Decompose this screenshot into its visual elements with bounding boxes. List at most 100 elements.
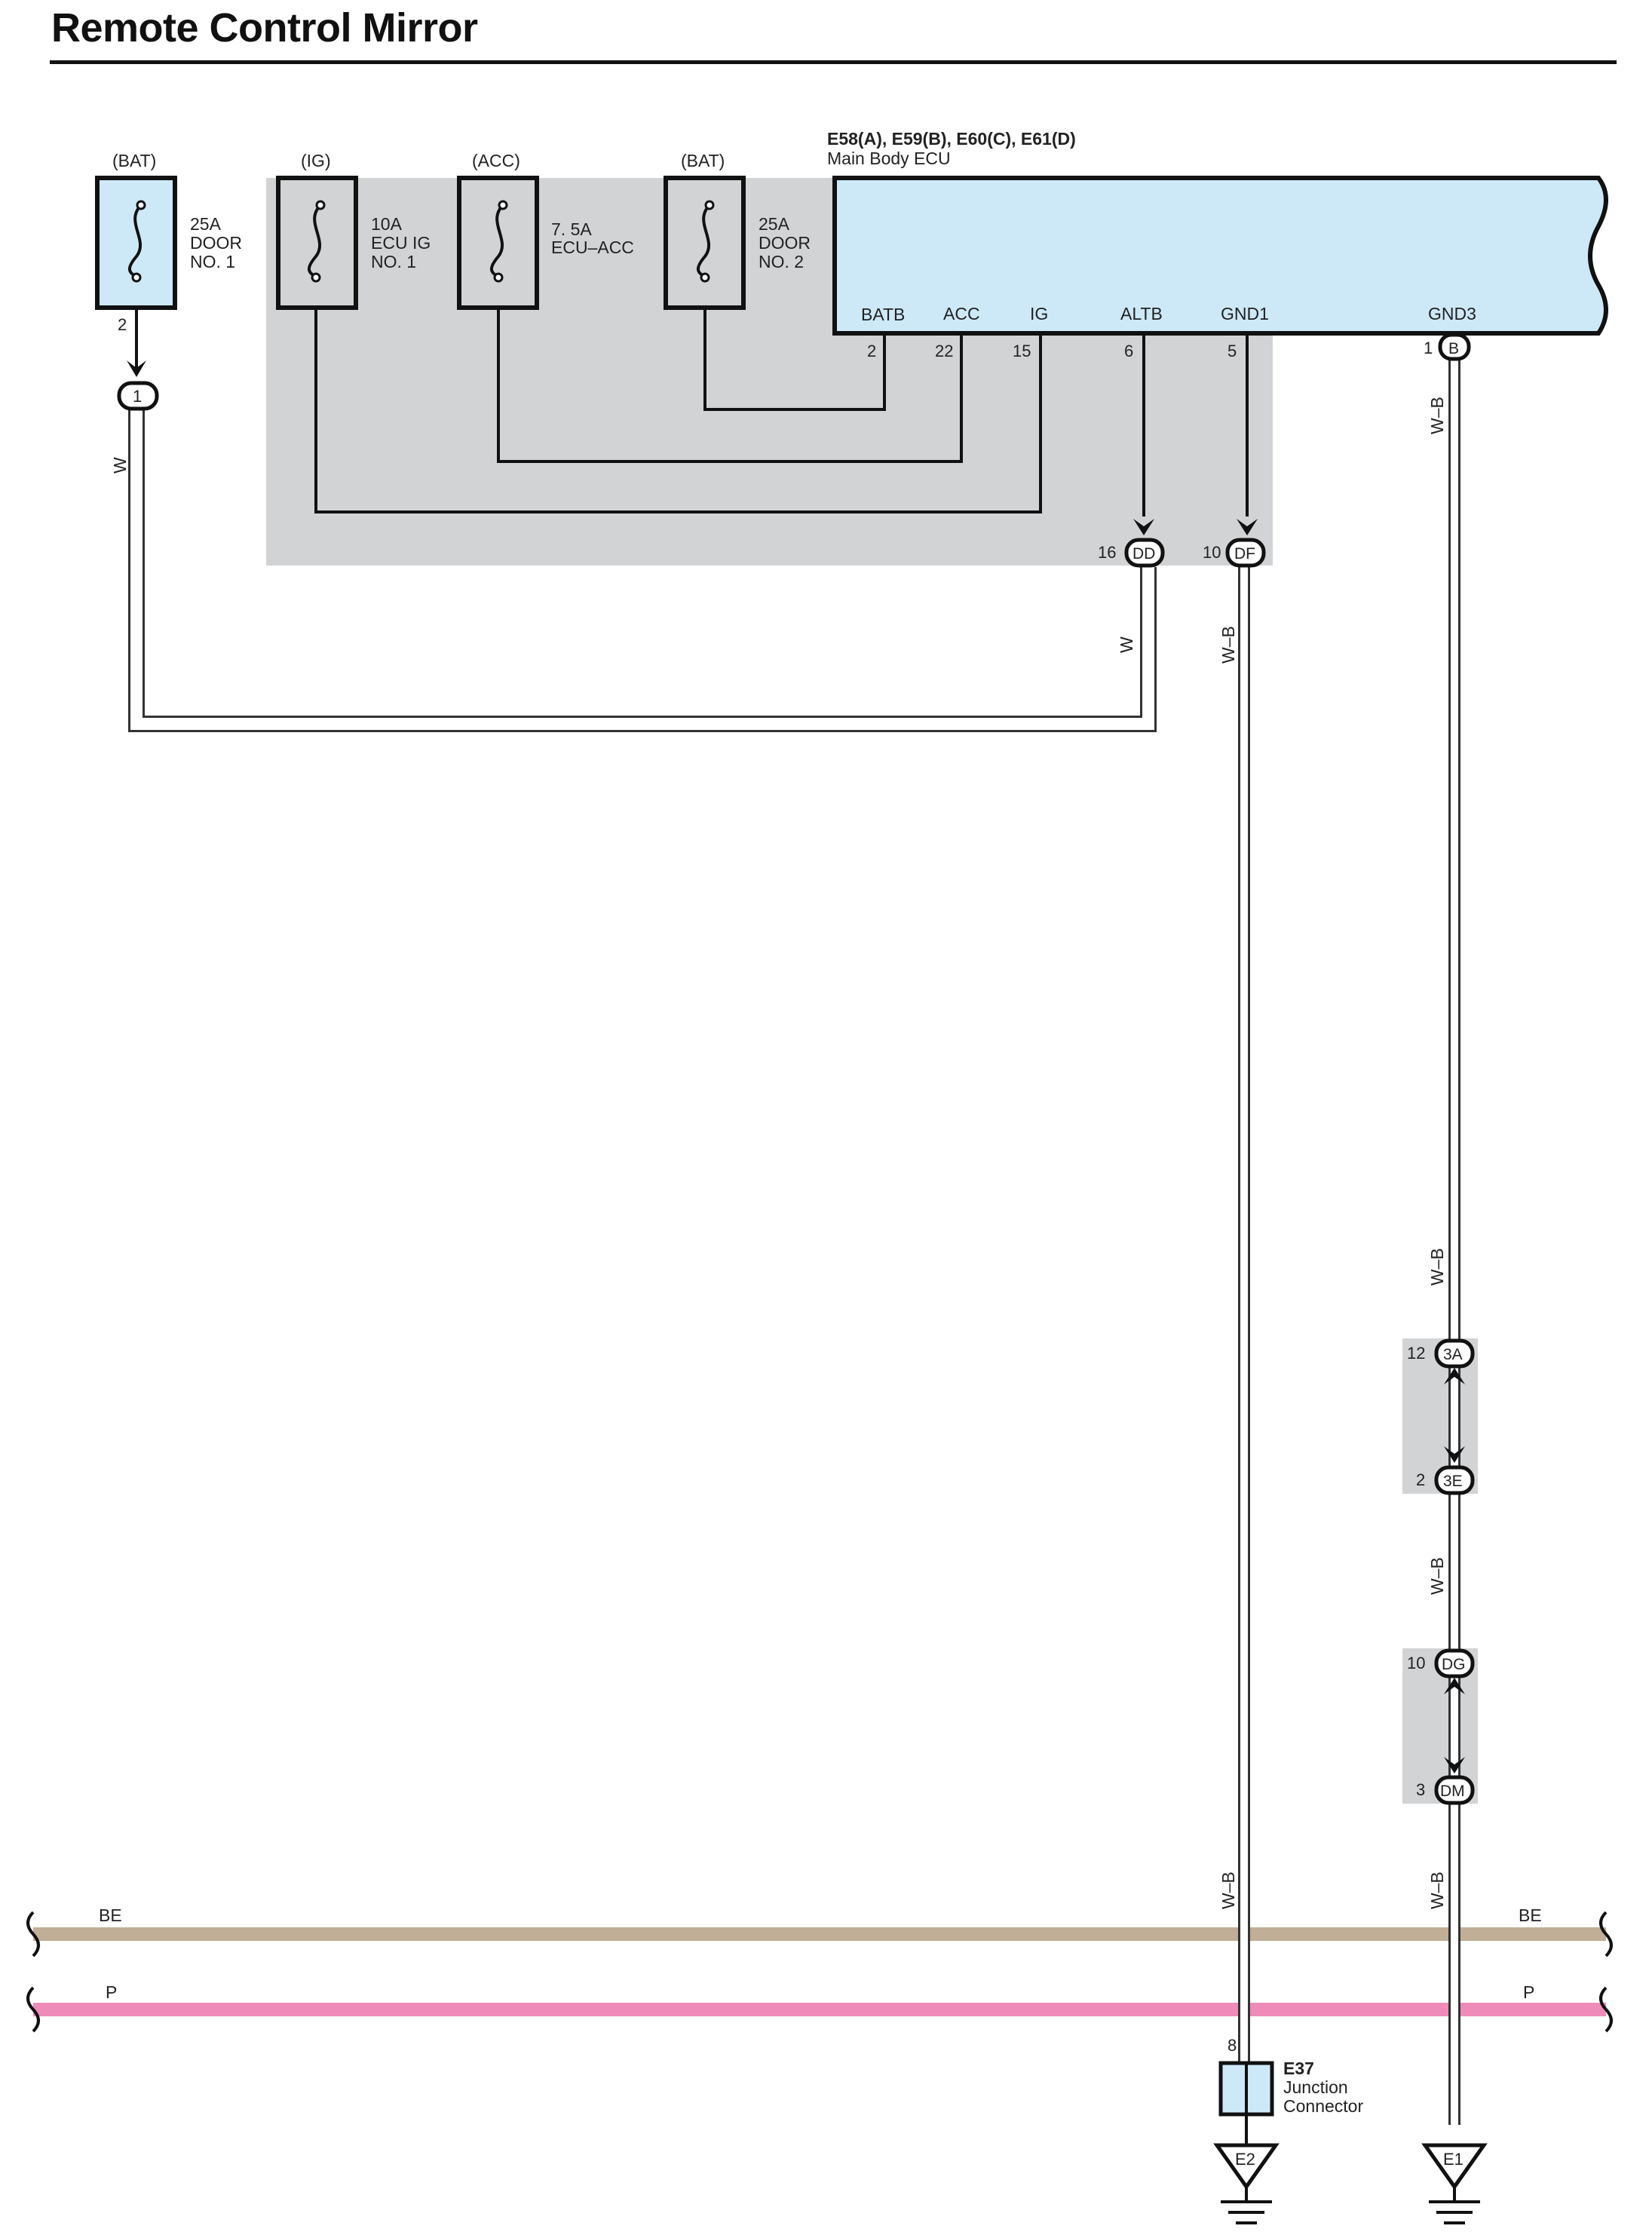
connector-gnd3-id: B bbox=[1448, 340, 1459, 357]
connector-3a: 12 3A bbox=[1407, 1338, 1475, 1369]
arrow-df bbox=[1237, 519, 1258, 535]
arrow-fuse1 bbox=[127, 360, 146, 377]
ecu-pin-label-gnd3: GND3 bbox=[1428, 304, 1476, 323]
arrow-3e bbox=[1444, 1446, 1465, 1463]
fuse-rating: 25A bbox=[759, 214, 790, 234]
ground-e1-icon: E1 bbox=[1421, 2143, 1488, 2224]
arrow-dm bbox=[1444, 1757, 1465, 1774]
connector-3a-id: 3A bbox=[1443, 1346, 1463, 1363]
fuse-name-2: NO. 1 bbox=[190, 252, 235, 271]
fuse-name-2: NO. 2 bbox=[759, 252, 804, 271]
fuse-rating: 10A bbox=[371, 214, 403, 234]
fuse-name-1: DOOR bbox=[759, 233, 811, 253]
arrow-dd bbox=[1133, 519, 1154, 535]
vertical-wires-over-bus bbox=[1238, 1915, 1460, 2125]
ecu-pin-label-ig: IG bbox=[1030, 304, 1048, 323]
wire-label-wb-gnd3-bottom: W–B bbox=[1427, 1872, 1447, 1909]
connector-dd-pin: 16 bbox=[1098, 543, 1116, 562]
connector-dd-id: DD bbox=[1132, 545, 1155, 563]
connector-dg: 10 DG bbox=[1407, 1648, 1475, 1678]
wire-label-w-left: W bbox=[110, 457, 130, 474]
fuse-door-no1: (BAT) 25A DOOR NO. 1 bbox=[95, 151, 242, 310]
connector-3e: 2 3E bbox=[1416, 1465, 1475, 1495]
title-rule bbox=[50, 60, 1617, 64]
wire-ig bbox=[314, 309, 1042, 514]
ecu-pin-number-ig: 15 bbox=[1013, 342, 1031, 360]
fuse-name-1: ECU IG bbox=[371, 233, 431, 253]
ecu-pin-label-altb: ALTB bbox=[1120, 304, 1163, 323]
fuse-source: (ACC) bbox=[472, 151, 520, 170]
white-wire-w bbox=[128, 407, 1157, 732]
ecu-pin-number-altb: 6 bbox=[1124, 342, 1133, 360]
connector-dm: 3 DM bbox=[1416, 1775, 1475, 1805]
connector-df-pin: 10 bbox=[1203, 543, 1221, 562]
ground-e2-label: E2 bbox=[1235, 2150, 1255, 2169]
connector-df-id: DF bbox=[1234, 545, 1255, 563]
wire-label-w-dd: W bbox=[1117, 636, 1136, 653]
connector-3e-id: 3E bbox=[1443, 1473, 1463, 1490]
wire-label-wb-gnd3-mid: W–B bbox=[1427, 1248, 1447, 1286]
bus-be-right-label: BE bbox=[1519, 1905, 1542, 1925]
internal-wires bbox=[135, 309, 1249, 517]
fuse-source: (IG) bbox=[301, 151, 331, 170]
fuse-name-1: DOOR bbox=[190, 233, 242, 253]
e37-line1: Junction bbox=[1283, 2077, 1348, 2097]
fuse-rating: 7. 5A bbox=[551, 219, 592, 239]
ecu-pin-number-gnd1: 5 bbox=[1228, 342, 1237, 360]
bus-p-left-label: P bbox=[106, 1982, 117, 2002]
ecu-pin-label-gnd1: GND1 bbox=[1221, 304, 1269, 323]
e37-line2: Connector bbox=[1283, 2096, 1363, 2116]
bus-be-left-label: BE bbox=[99, 1905, 122, 1925]
ground-e1-label: E1 bbox=[1443, 2150, 1464, 2169]
main-body-ecu: E58(A), E59(B), E60(C), E61(D) Main Body… bbox=[827, 129, 1608, 360]
ecu-pin-number-batb: 2 bbox=[867, 342, 876, 360]
junction-1-label: 1 bbox=[133, 387, 142, 406]
fuse-name-1: ECU–ACC bbox=[551, 238, 634, 257]
fuse-icon bbox=[127, 204, 143, 279]
page-title: Remote Control Mirror bbox=[51, 5, 478, 51]
connector-gnd3-b: 1 B bbox=[1424, 333, 1471, 361]
fuse-source: (BAT) bbox=[112, 151, 156, 170]
fuse-ecu-acc: (ACC) 7. 5A ECU–ACC bbox=[457, 151, 634, 310]
fuse-source: (BAT) bbox=[681, 151, 725, 170]
wire-batb bbox=[703, 309, 886, 411]
bus-p-right-label: P bbox=[1523, 1982, 1534, 2002]
connector-gnd3-pin: 1 bbox=[1424, 339, 1433, 357]
connector-3e-pin: 2 bbox=[1416, 1470, 1425, 1489]
wire-label-wb-df-bottom: W–B bbox=[1218, 1872, 1238, 1909]
ecu-pin-number-acc: 22 bbox=[935, 342, 953, 360]
arrow-3a bbox=[1444, 1368, 1465, 1384]
fuse1-pin-number: 2 bbox=[118, 315, 127, 334]
wire-label-wb-gnd3-upper: W–B bbox=[1427, 397, 1447, 434]
ground-e2-icon: E2 bbox=[1213, 2143, 1280, 2224]
connector-dm-id: DM bbox=[1440, 1783, 1465, 1800]
arrow-dg bbox=[1444, 1678, 1465, 1694]
connector-dm-pin: 3 bbox=[1416, 1780, 1425, 1799]
junction-1: 1 bbox=[117, 381, 159, 411]
bus-be: BE BE bbox=[26, 1905, 1613, 1957]
fuse-icon bbox=[696, 204, 711, 279]
wire-label-wb-gnd3-lower: W–B bbox=[1427, 1557, 1447, 1595]
connector-dg-pin: 10 bbox=[1407, 1654, 1425, 1672]
e37-id: E37 bbox=[1283, 2059, 1314, 2078]
connector-dd: 16 DD bbox=[1098, 538, 1165, 568]
fuse-icon bbox=[307, 204, 322, 279]
fuse-ecu-ig-no1: (IG) 10A ECU IG NO. 1 bbox=[276, 151, 431, 310]
fuse-door-no2: (BAT) 25A DOOR NO. 2 bbox=[664, 151, 811, 310]
ecu-pin-label-acc: ACC bbox=[943, 304, 980, 323]
fuse-icon bbox=[489, 204, 504, 279]
connector-dg-id: DG bbox=[1442, 1656, 1466, 1673]
ecu-connectors-label: E58(A), E59(B), E60(C), E61(D) bbox=[827, 129, 1076, 149]
ecu-name-label: Main Body ECU bbox=[827, 149, 951, 168]
connector-3a-pin: 12 bbox=[1407, 1344, 1425, 1363]
bus-p: P P bbox=[26, 1982, 1613, 2033]
e37-pin: 8 bbox=[1228, 2036, 1237, 2055]
ecu-pin-label-batb: BATB bbox=[861, 305, 905, 324]
fuse-rating: 25A bbox=[190, 214, 222, 234]
connector-df: 10 DF bbox=[1203, 538, 1266, 568]
fuse-name-2: NO. 1 bbox=[371, 252, 416, 271]
wire-acc bbox=[497, 309, 963, 463]
wire-label-wb-df: W–B bbox=[1218, 626, 1238, 664]
